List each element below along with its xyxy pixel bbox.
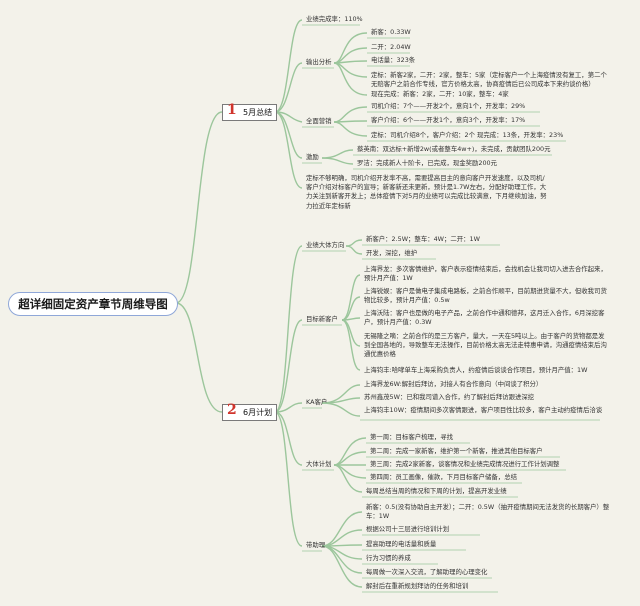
leaf-ka-1[interactable]: 上海界龙6W:解封后拜访，对接人有合作意向（中间谈了积分）	[364, 380, 543, 388]
leaf-incentive-1[interactable]: 蔡英南：双达标+新增2w(或者整车4w+)，未完成，贡献团队200元	[357, 145, 551, 153]
branch-may-summary[interactable]: 1 5月总结	[222, 102, 277, 121]
leaf-assistant-3[interactable]: 提高助理的电话量和质量	[366, 540, 437, 548]
leaf-assistant-6[interactable]: 解封后在重新规划拜访的任务和培训	[366, 582, 469, 590]
branch-label: 6月计划	[243, 408, 273, 417]
leaf-analysis-1[interactable]: 新客：0.33W	[371, 28, 411, 36]
leaf-analysis-2[interactable]: 二开：2.04W	[371, 43, 411, 51]
leaf-direction-2[interactable]: 开发，深挖，维护	[366, 249, 418, 257]
leaf-direction-1[interactable]: 新客户：2.5W；整车：4W；二开：1W	[366, 235, 480, 243]
leaf-analysis-3[interactable]: 电话量：323条	[371, 56, 416, 64]
leaf-plan-1[interactable]: 第一周：目标客户梳理，寻找	[370, 433, 454, 441]
leaf-ka-3[interactable]: 上海钧丰10W：疫情期间多次客情跟进，客户项目性比较多，客户主动约疫情后洽谈	[364, 406, 603, 414]
node-general-plan[interactable]: 大体计划	[306, 460, 332, 468]
leaf-marketing-2[interactable]: 客户介绍：6个——开发1个，意向3个，开发率：17%	[371, 116, 526, 124]
leaf-analysis-4[interactable]: 定标：新客2家，二开：2家，整车：5家（定标客户一个上海疫情没有复工，第二个无赔…	[371, 71, 607, 89]
connector-b1	[274, 19, 303, 113]
branch-label: 5月总结	[243, 108, 273, 117]
branch-number: 2	[227, 402, 237, 418]
leaf-target-4[interactable]: 无锡隆之嘀：之前合作的是三方客户，量大，一天在5吨以上。由于客户的货物都是发到全…	[364, 332, 607, 359]
node-incentive[interactable]: 激励	[306, 153, 319, 161]
leaf-assistant-5[interactable]: 每周做一次深入交流，了解助理的心理变化	[366, 568, 488, 576]
branch-number: 1	[227, 102, 237, 118]
leaf-analysis-5[interactable]: 现在完成：新客：2家，二开：10家，整车：4家	[371, 90, 509, 98]
node-summary[interactable]: 定标不够明确，司机介绍开发率不高，需要提高目主的意向客户开发速度，以及司机/客户…	[306, 174, 547, 210]
node-assistant[interactable]: 带助理	[306, 541, 326, 549]
leaf-plan-3[interactable]: 第三周：完成2家新客，谈客情况和业绩完成情况进行工作计划调整	[370, 460, 560, 468]
node-targets[interactable]: 目标新客户	[306, 315, 338, 323]
leaf-plan-5[interactable]: 每周总结当周的情况和下周的计划，提高开发业绩	[366, 487, 507, 495]
leaf-ka-2[interactable]: 苏州鑫茂5W：已和我司谱入合作，约了解封后拜访跟进深挖	[364, 393, 535, 401]
leaf-marketing-3[interactable]: 定标：司机介绍8个，客户介绍：2个 现完成：13条，开发率：23%	[371, 131, 564, 139]
leaf-target-3[interactable]: 上海沃陆：客户也是做的电子产品，之前合作中通和德邦，这月迁入合作，6月深挖客户，…	[364, 309, 605, 327]
leaf-plan-4[interactable]: 第四周：员工画像，催款，下月目标客户储备，总结	[370, 473, 517, 481]
leaf-assistant-2[interactable]: 根据公司十三层进行培训计划	[366, 525, 450, 533]
leaf-marketing-1[interactable]: 司机介绍：7个——开发2个，意向1个，开发率：29%	[371, 102, 526, 110]
branch-june-plan[interactable]: 2 6月计划	[222, 402, 277, 421]
node-ka-customers[interactable]: KA客户	[306, 398, 328, 406]
leaf-assistant-4[interactable]: 行为习惯的养成	[366, 554, 411, 562]
node-marketing[interactable]: 全面营销	[306, 117, 332, 125]
leaf-target-2[interactable]: 上海锐娱：客户是做电子集成电路板，之前合作顺平，目前期进货量不大，但收我司货物比…	[364, 287, 607, 305]
connector-root-branch2	[175, 302, 223, 413]
node-kpi[interactable]: 业绩完成率：110%	[306, 15, 363, 23]
connector-root-branch1	[175, 111, 223, 304]
leaf-target-1[interactable]: 上海界龙：多次客情维护，客户表示疫情结束后，会找机会让我司切入进去合作起来，预计…	[364, 265, 607, 283]
leaf-plan-2[interactable]: 第二周：完成一家新客，维护第一个新客，推进其他目标客户	[370, 447, 543, 455]
leaf-incentive-2[interactable]: 罗洁：完成新人十阶卡，已完成，现金奖励200元	[357, 159, 498, 167]
node-direction[interactable]: 业绩大体方向	[306, 241, 345, 249]
leaf-assistant-1[interactable]: 新客：0.5(没有协助自主开发）；二开：0.5W（抽开疫情期间无法发货的长期客户…	[366, 503, 610, 521]
leaf-target-5[interactable]: 上海钧丰:哈哮单车上海采购负责人，约疫情后谈谈合作项目，预计月产值：1W	[364, 366, 588, 374]
node-output-analysis[interactable]: 输出分析	[306, 58, 332, 66]
root-topic[interactable]: 超详细固定资产章节周维导图	[8, 292, 178, 316]
